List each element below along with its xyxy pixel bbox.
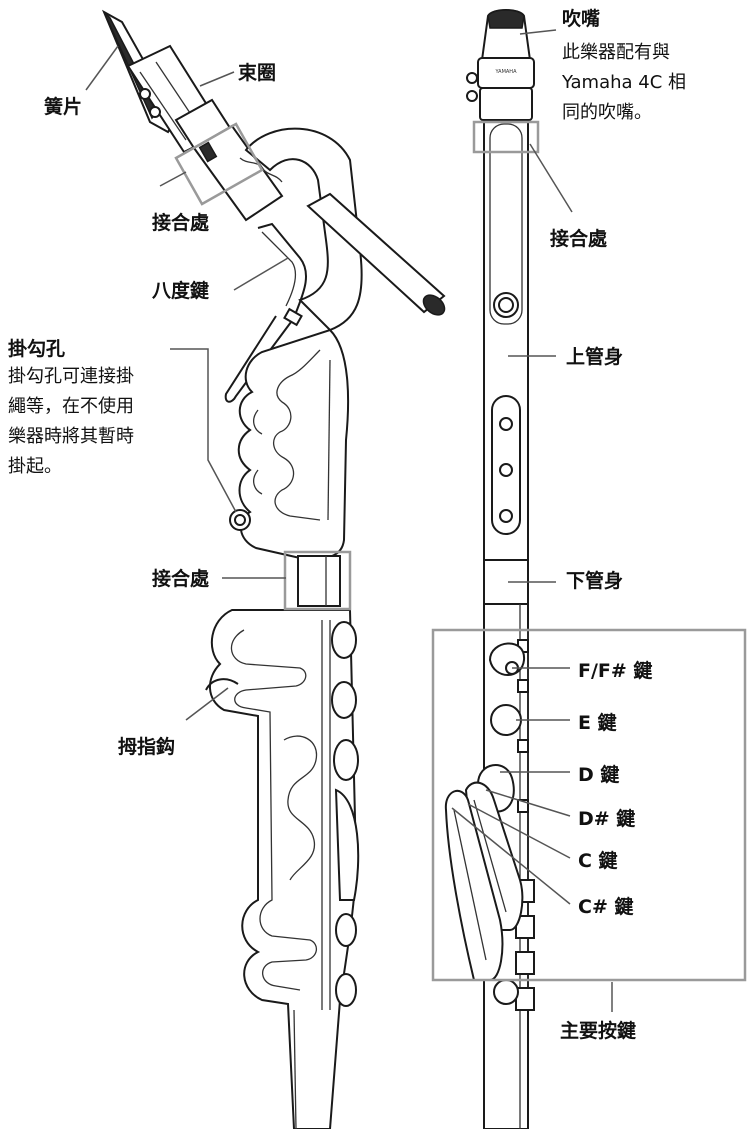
left-lower-body: [205, 609, 360, 1129]
mouthpiece-line: 同的吹嘴。: [562, 102, 652, 123]
label-strap-hook-title: 掛勾孔: [8, 338, 66, 360]
left-joint: [297, 555, 341, 607]
octave-key-mechanism: [224, 222, 307, 403]
right-upper-tube: [483, 119, 529, 561]
label-octave-key: 八度鍵: [152, 280, 210, 302]
label-joint-right: 接合處: [550, 228, 608, 250]
mouthpiece-line: 此樂器配有與: [562, 42, 670, 63]
label-e-key: E 鍵: [578, 712, 617, 734]
right-keys: [444, 642, 526, 1005]
box-main-keys: [431, 628, 747, 982]
label-thumb-hook: 拇指鈎: [118, 736, 176, 758]
label-joint-top: 接合處: [152, 212, 210, 234]
strap-hook-line: 繩等，在不使用: [8, 396, 134, 417]
box-left-joint-top: [174, 122, 264, 206]
left-upper-body: [229, 328, 350, 560]
leader-lines: [85, 29, 613, 1012]
strap-hook-line: 掛起。: [8, 456, 62, 477]
right-instrument-drawing: YAMAHA: [444, 9, 535, 1129]
strap-hook-line: 掛勾孔可連接掛: [8, 366, 134, 387]
label-ds-key: D# 鍵: [578, 808, 636, 830]
label-f-key: F/F# 鍵: [578, 660, 653, 682]
box-right-joint: [472, 120, 540, 154]
label-c-key: C 鍵: [578, 850, 618, 872]
strap-hook-description: 掛勾孔可連接掛 繩等，在不使用 樂器時將其暫時 掛起。: [8, 362, 134, 482]
left-mouthpiece: [101, 9, 232, 154]
label-lower-joint: 下管身: [566, 570, 624, 592]
label-cs-key: C# 鍵: [578, 896, 634, 918]
label-upper-joint: 上管身: [566, 346, 624, 368]
label-main-keys: 主要按鍵: [560, 1020, 637, 1042]
label-joint-mid: 接合處: [152, 568, 210, 590]
label-d-key: D 鍵: [578, 764, 620, 786]
label-reed: 簧片: [44, 96, 83, 118]
mouthpiece-description: 此樂器配有與 Yamaha 4C 相 同的吹嘴。: [562, 38, 686, 128]
mouthpiece-logo: YAMAHA: [494, 69, 517, 75]
label-ligature: 束圈: [238, 62, 277, 84]
left-neck: [192, 124, 446, 332]
right-mouthpiece: YAMAHA: [466, 9, 535, 121]
mouthpiece-line: Yamaha 4C 相: [562, 72, 687, 93]
label-mouthpiece-title: 吹嘴: [562, 8, 601, 30]
strap-hook-line: 樂器時將其暫時: [8, 426, 134, 447]
highlight-boxes: [174, 120, 747, 982]
box-left-joint-mid: [283, 550, 352, 611]
left-instrument-drawing: [101, 9, 446, 1129]
